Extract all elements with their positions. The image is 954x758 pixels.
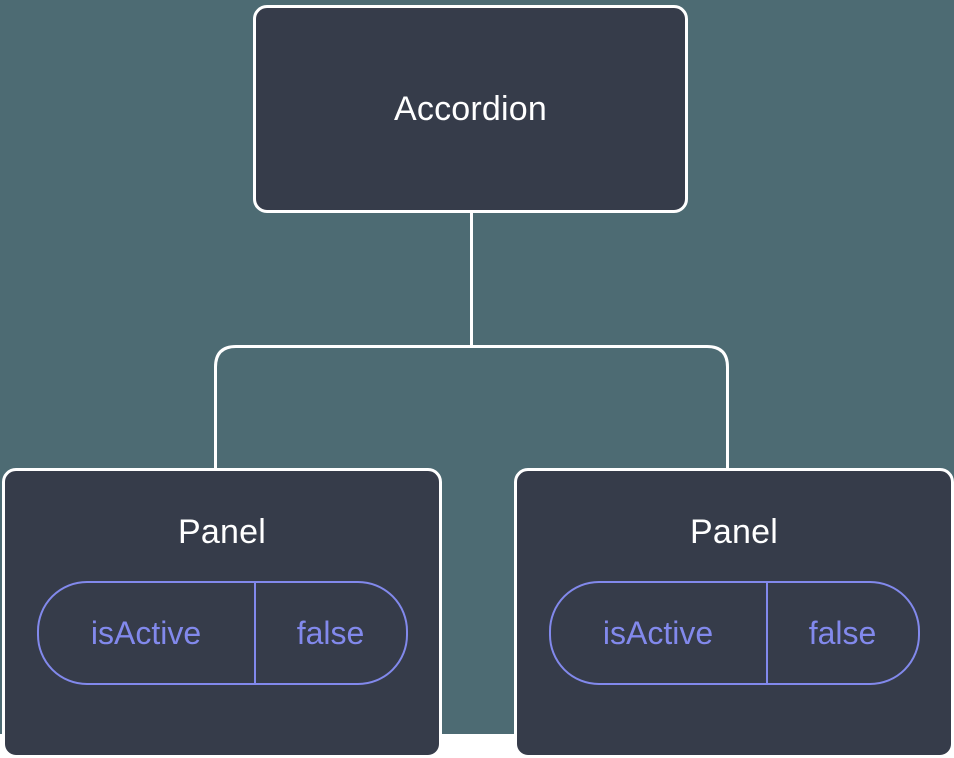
- node-panel-right-label: Panel: [690, 513, 778, 551]
- prop-value-isactive-left: false: [296, 615, 365, 651]
- prop-key-isactive-right: isActive: [551, 583, 768, 683]
- node-panel-left-label: Panel: [178, 513, 266, 551]
- prop-badge-left[interactable]: isActive false: [36, 581, 408, 685]
- prop-key-isactive-left: isActive: [39, 583, 256, 683]
- prop-value-isactive-right: false: [808, 615, 877, 651]
- node-accordion-label: Accordion: [394, 90, 547, 128]
- node-panel-right[interactable]: Panel isActive false: [514, 468, 954, 758]
- node-panel-left[interactable]: Panel isActive false: [2, 468, 442, 758]
- node-accordion[interactable]: Accordion: [253, 5, 688, 213]
- edge-root-to-panel-right: [471, 345, 729, 470]
- edge-root-to-panel-left: [214, 345, 472, 470]
- prop-badge-right[interactable]: isActive false: [548, 581, 920, 685]
